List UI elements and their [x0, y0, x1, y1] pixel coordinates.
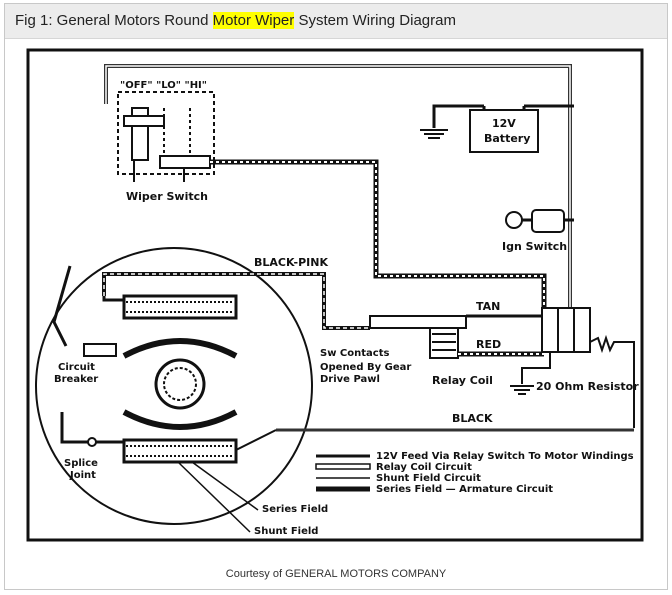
- battery: [420, 104, 574, 153]
- circuit-breaker-label-2: Breaker: [54, 374, 98, 385]
- splice-label-2: Joint: [69, 470, 96, 481]
- splice-lead: [60, 412, 124, 444]
- relay-coil-label: Relay Coil: [432, 374, 493, 387]
- series-field-label: Series Field: [262, 504, 328, 515]
- series-field-lead: [102, 296, 124, 302]
- ign-switch-label: Ign Switch: [502, 240, 567, 253]
- figure-caption: Fig 1: General Motors Round Motor Wiper …: [15, 12, 456, 29]
- motor-housing: [35, 247, 313, 525]
- circuit-breaker-label-1: Circuit: [58, 362, 95, 373]
- switch-positions-label: "OFF" "LO" "HI": [120, 80, 207, 91]
- relay-assembly: [369, 315, 467, 359]
- caption-highlight: Motor Wiper: [212, 12, 295, 29]
- figure-credit: Courtesy of GENERAL MOTORS COMPANY: [225, 568, 447, 580]
- black-pink-wire-pattern: [103, 273, 370, 329]
- top-feed-wire-core: [105, 65, 571, 308]
- wiper-switch-label: Wiper Switch: [126, 190, 208, 203]
- motor-to-black-wire: [235, 429, 277, 451]
- legend-item-relay: Relay Coil Circuit: [376, 462, 472, 473]
- sw-contacts-label-1: Sw Contacts: [320, 348, 389, 359]
- series-field-pointer: [191, 461, 259, 511]
- tan-label: TAN: [476, 300, 500, 313]
- wiring-diagram: "OFF" "LO" "HI" Wiper Switch 12V Battery…: [14, 38, 654, 560]
- legend-swatch-relay: [315, 463, 371, 470]
- top-feed-wire: [104, 64, 572, 308]
- caption-prefix: Fig 1: General Motors Round: [15, 12, 213, 29]
- battery-label: Battery: [484, 132, 530, 145]
- diagram-border: [26, 48, 644, 542]
- shunt-field-pointer: [177, 461, 251, 533]
- circuit-breaker: [83, 343, 117, 357]
- circuit-breaker-lead: [52, 265, 72, 347]
- caption-bar: Fig 1: General Motors Round Motor Wiper …: [5, 4, 667, 39]
- sw-contacts-label-3: Drive Pawl: [320, 374, 380, 385]
- black-pink-label: BLACK-PINK: [254, 256, 328, 269]
- sw-contacts-label-2: Opened By Gear: [320, 362, 411, 373]
- caption-suffix: System Wiring Diagram: [294, 12, 456, 29]
- figure-frame: Fig 1: General Motors Round Motor Wiper …: [4, 3, 668, 590]
- wiper-switch: [117, 91, 215, 182]
- legend: 12V Feed Via Relay Switch To Motor Windi…: [315, 451, 634, 495]
- legend-item-series: Series Field — Armature Circuit: [376, 484, 553, 495]
- shunt-field-label: Shunt Field: [254, 526, 318, 537]
- relay-coil-wire-pattern: [210, 161, 545, 316]
- terminal-block: [510, 307, 591, 395]
- resistor: [589, 334, 635, 428]
- motor-armature: [122, 294, 238, 464]
- wiring-diagram-svg: "OFF" "LO" "HI" Wiper Switch 12V Battery…: [26, 48, 644, 542]
- red-label: RED: [476, 338, 501, 351]
- splice-label-1: Splice: [64, 458, 98, 469]
- resistor-label: 20 Ohm Resistor: [536, 380, 639, 393]
- battery-voltage-label: 12V: [492, 117, 516, 130]
- splice-joint: [87, 437, 97, 447]
- black-label: BLACK: [452, 412, 493, 425]
- legend-item-feed: 12V Feed Via Relay Switch To Motor Windi…: [376, 451, 634, 462]
- ignition-switch: [505, 209, 574, 233]
- legend-item-shunt: Shunt Field Circuit: [376, 473, 481, 484]
